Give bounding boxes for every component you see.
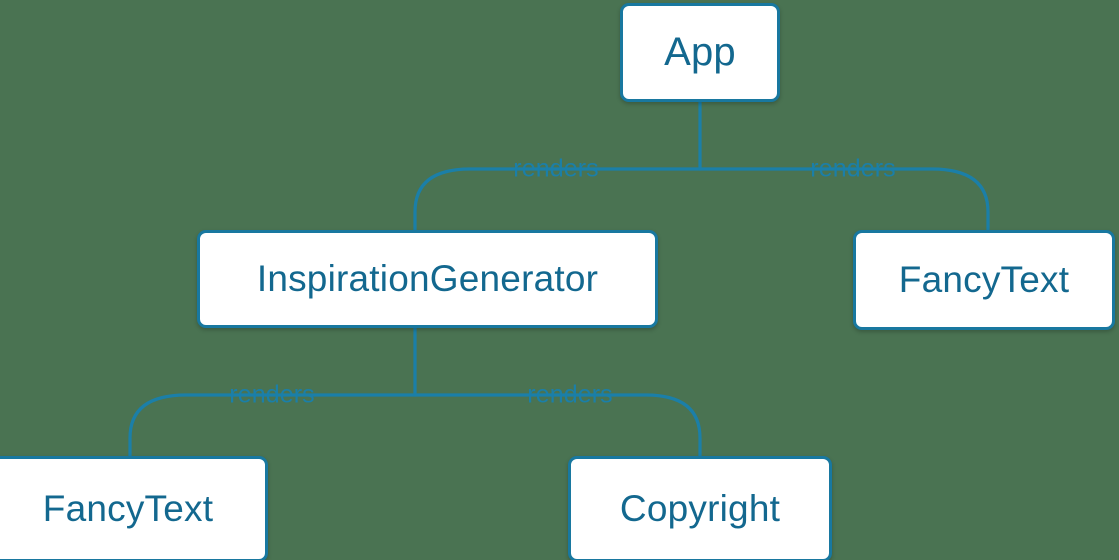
node-label-fancyright: FancyText [898, 259, 1070, 300]
edge-connector-path-app-fancyright [698, 167, 990, 232]
edge-label-app-inspgen: renders [513, 154, 599, 183]
node-label-copyright: Copyright [619, 488, 781, 529]
edge-label-inspgen-fancyleft: renders [229, 380, 315, 409]
edge-label-app-fancyright: renders [810, 154, 896, 183]
node-label-fancyleft: FancyText [42, 488, 214, 529]
node-inspgen[interactable]: InspirationGenerator [197, 230, 658, 328]
node-app[interactable]: App [620, 3, 780, 102]
node-fancyleft[interactable]: FancyText [0, 456, 268, 560]
edge-label-inspgen-copyright: renders [527, 380, 613, 409]
node-fancyright[interactable]: FancyText [853, 230, 1115, 330]
edge-connector-path-inspgen-left [128, 393, 417, 458]
edge-connector-path-app-inspgen [413, 167, 702, 232]
node-label-inspgen: InspirationGenerator [256, 258, 599, 299]
node-label-app: App [664, 30, 736, 74]
node-copyright[interactable]: Copyright [568, 456, 832, 560]
edge-connector-path-inspgen-right [413, 393, 702, 458]
